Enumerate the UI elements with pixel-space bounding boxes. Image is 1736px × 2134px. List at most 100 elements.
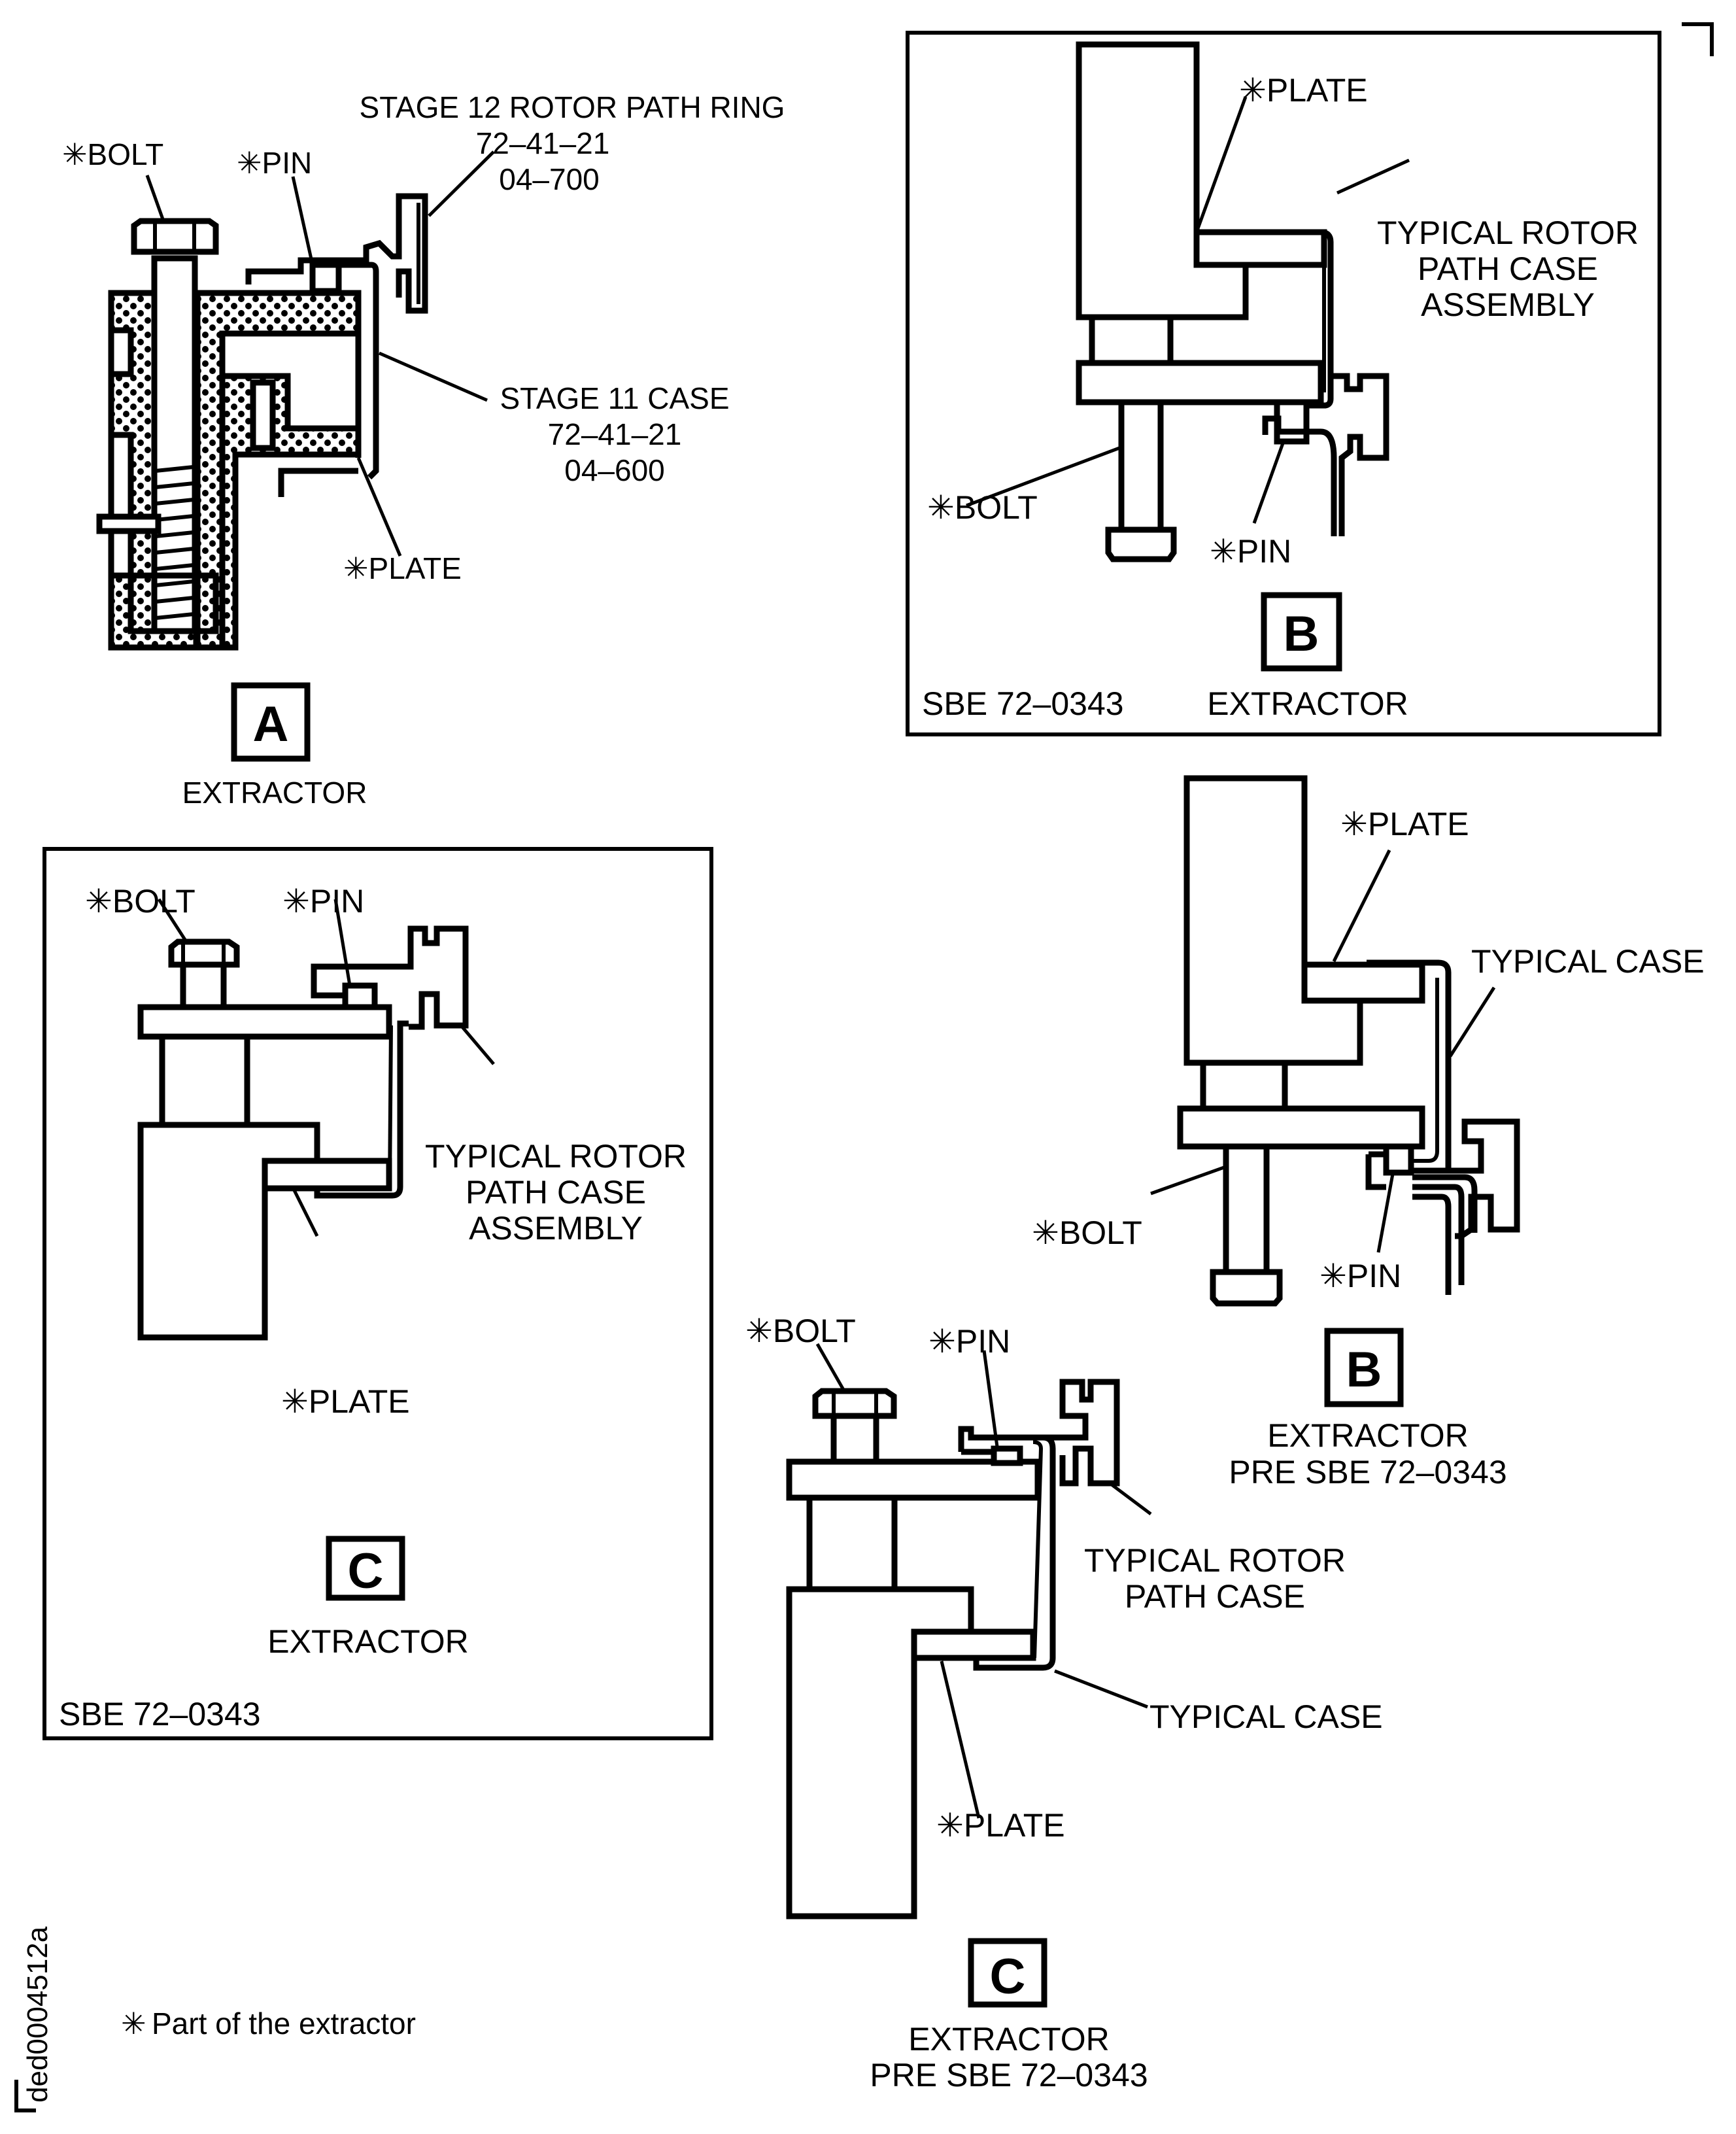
view-b-frame: [906, 31, 1661, 736]
view-b-pre-plate-leader: [1332, 849, 1391, 963]
view-a-left-step: [108, 327, 134, 377]
view-c-case-line: [314, 1020, 409, 1199]
view-b-pre-letter: B: [1346, 1342, 1382, 1398]
view-a-bolt-leader: [145, 175, 165, 222]
view-b-letter-box: [1261, 592, 1342, 672]
view-a-set-screw: [250, 379, 276, 451]
view-b-body: [1076, 41, 1268, 320]
view-c-pre-plate-label: ✳PLATE: [936, 1807, 1065, 1844]
view-a-bolt-label: ✳BOLT: [62, 137, 163, 171]
crop-mark-top-right: [1682, 22, 1714, 56]
view-a-case-label-1: STAGE 11 CASE: [500, 381, 729, 415]
footnote-text: Part of the extractor: [152, 2006, 416, 2040]
view-c-pre-flange: [786, 1458, 1041, 1501]
view-c-plate-label: ✳PLATE: [281, 1383, 410, 1420]
view-b-pre-sbe: ✳PLATE TYPICAL CASE ✳BOLT ✳PIN B EXTRACT…: [1032, 775, 1705, 1490]
view-b-bolt-head: [1105, 526, 1177, 562]
view-c-assembly-label-3: ASSEMBLY: [469, 1210, 643, 1247]
view-a-letter-box: [231, 682, 311, 762]
view-c-bolt-label: ✳BOLT: [85, 883, 196, 920]
view-c-flange: [137, 1004, 392, 1040]
view-c-bolt-head: [168, 938, 240, 968]
view-b-pre-plate: [1301, 961, 1425, 1004]
view-c-pre-letter: C: [990, 1949, 1026, 2005]
figure-id: ded0004512a: [22, 1926, 54, 2103]
view-b-pre-neck: [1200, 1063, 1288, 1112]
view-a-cross-pin: [96, 513, 162, 534]
figure-id-bracket: [14, 2080, 36, 2112]
view-b-post-sbe: ✳PLATE TYPICAL ROTOR PATH CASE ASSEMBLY …: [906, 31, 1661, 736]
view-c-rotor-case: [311, 925, 469, 1030]
view-b-pre-pin-label: ✳PIN: [1319, 1258, 1401, 1294]
view-c-pre-bolt-leader: [815, 1343, 845, 1391]
view-b-pre-flange: [1177, 1105, 1425, 1150]
view-a-ring-label-3: 04–700: [499, 162, 600, 196]
view-a-stage12-ring: [245, 193, 428, 314]
view-b-assembly-label-1: TYPICAL ROTOR: [1377, 215, 1639, 251]
view-b-assembly-label-3: ASSEMBLY: [1421, 286, 1595, 323]
view-c-pre-case-leader: [1054, 1669, 1148, 1709]
view-b-pre-caption-1: EXTRACTOR: [1267, 1417, 1468, 1454]
view-c-assembly-leader: [460, 1024, 495, 1065]
view-a-pin-leader: [291, 176, 315, 266]
view-a-ring-label-2: 72–41–21: [476, 126, 610, 160]
view-b-neck: [1089, 317, 1174, 366]
view-a-bolt-thread: [155, 465, 194, 620]
view-a-stage11-case: [340, 262, 379, 480]
view-b-pre-plate-label: ✳PLATE: [1340, 806, 1469, 842]
view-c-pre-caption-2: PRE SBE 72–0343: [870, 2057, 1148, 2093]
view-c-pre-rotor-case: [958, 1379, 1120, 1487]
view-b-pre-case-lower: [1365, 1151, 1478, 1295]
view-b-pre-rotor-case: [1448, 1118, 1520, 1239]
view-a-case-label-3: 04–600: [564, 453, 665, 487]
view-b-plate: [1193, 229, 1327, 268]
view-b-sbe-note: SBE 72–0343: [922, 685, 1124, 722]
view-b-pre-pin-leader: [1376, 1173, 1395, 1253]
view-c-pin-leader: [333, 899, 352, 986]
view-a-lower-arm: [219, 373, 362, 651]
view-a-bolt-head: [131, 218, 219, 255]
view-c-pre-neck: [806, 1498, 898, 1589]
view-c-letter-box: [326, 1536, 405, 1601]
footnote-symbol: ✳: [121, 2006, 146, 2040]
view-b-pin: [1274, 399, 1310, 445]
view-c-frame: [43, 847, 713, 1740]
view-c-assembly-label-2: PATH CASE: [466, 1174, 646, 1211]
view-c-assembly-label-1: TYPICAL ROTOR: [425, 1138, 687, 1175]
view-b-pre-bolt-leader: [1150, 1165, 1225, 1196]
view-b-plate-label: ✳PLATE: [1239, 72, 1368, 109]
view-c-pre-pin-label: ✳PIN: [928, 1323, 1010, 1360]
view-a-pin: [309, 262, 342, 294]
view-c-pre-bolt-head: [812, 1388, 897, 1419]
view-b-pre-bolt-shaft: [1223, 1143, 1270, 1281]
view-c-caption: EXTRACTOR: [267, 1623, 468, 1660]
view-b-rotor-path-case: [1262, 373, 1389, 536]
view-c-pin: [342, 982, 378, 1010]
view-b-bolt-leader: [966, 446, 1120, 508]
view-b-pre-case-leader: [1448, 986, 1496, 1058]
view-c-pre-pin-leader: [982, 1350, 999, 1447]
view-b-pre-pin: [1383, 1143, 1414, 1176]
view-c-pre-rotor-case-leader: [1110, 1483, 1152, 1515]
view-b-pin-leader: [1252, 441, 1285, 524]
view-a-left-slot: [108, 432, 134, 579]
view-a-plate-label: ✳PLATE: [343, 551, 462, 585]
view-c-pre-rotor-case-label-1: TYPICAL ROTOR: [1084, 1542, 1346, 1579]
view-a-case-label-2: 72–41–21: [548, 417, 682, 451]
view-b-bolt-shaft: [1118, 399, 1164, 536]
view-b-pre-caption-2: PRE SBE 72–0343: [1229, 1454, 1506, 1490]
view-c-pre-case-label: TYPICAL CASE: [1149, 1698, 1383, 1735]
view-c-neck: [159, 1037, 250, 1125]
view-a-plate-leader: [356, 457, 402, 557]
view-a-bottom-cavity: [128, 572, 219, 634]
view-c-pre-rotor-case-label-2: PATH CASE: [1125, 1578, 1305, 1615]
view-a-pin-label: ✳PIN: [237, 146, 312, 180]
view-c-plate: [262, 1158, 392, 1192]
view-b-pre-letter-box: [1324, 1328, 1404, 1407]
view-c-pre-plate-leader: [940, 1661, 981, 1819]
view-c-letter: C: [348, 1543, 384, 1599]
view-c-pre-sbe: ✳BOLT ✳PIN TYPICAL ROTOR PATH CASE TYPIC…: [745, 1313, 1383, 2093]
view-b-case-line: [1265, 229, 1334, 409]
view-a: ✳BOLT ✳PIN STAGE 12 ROTOR PATH RING 72–4…: [62, 90, 785, 810]
